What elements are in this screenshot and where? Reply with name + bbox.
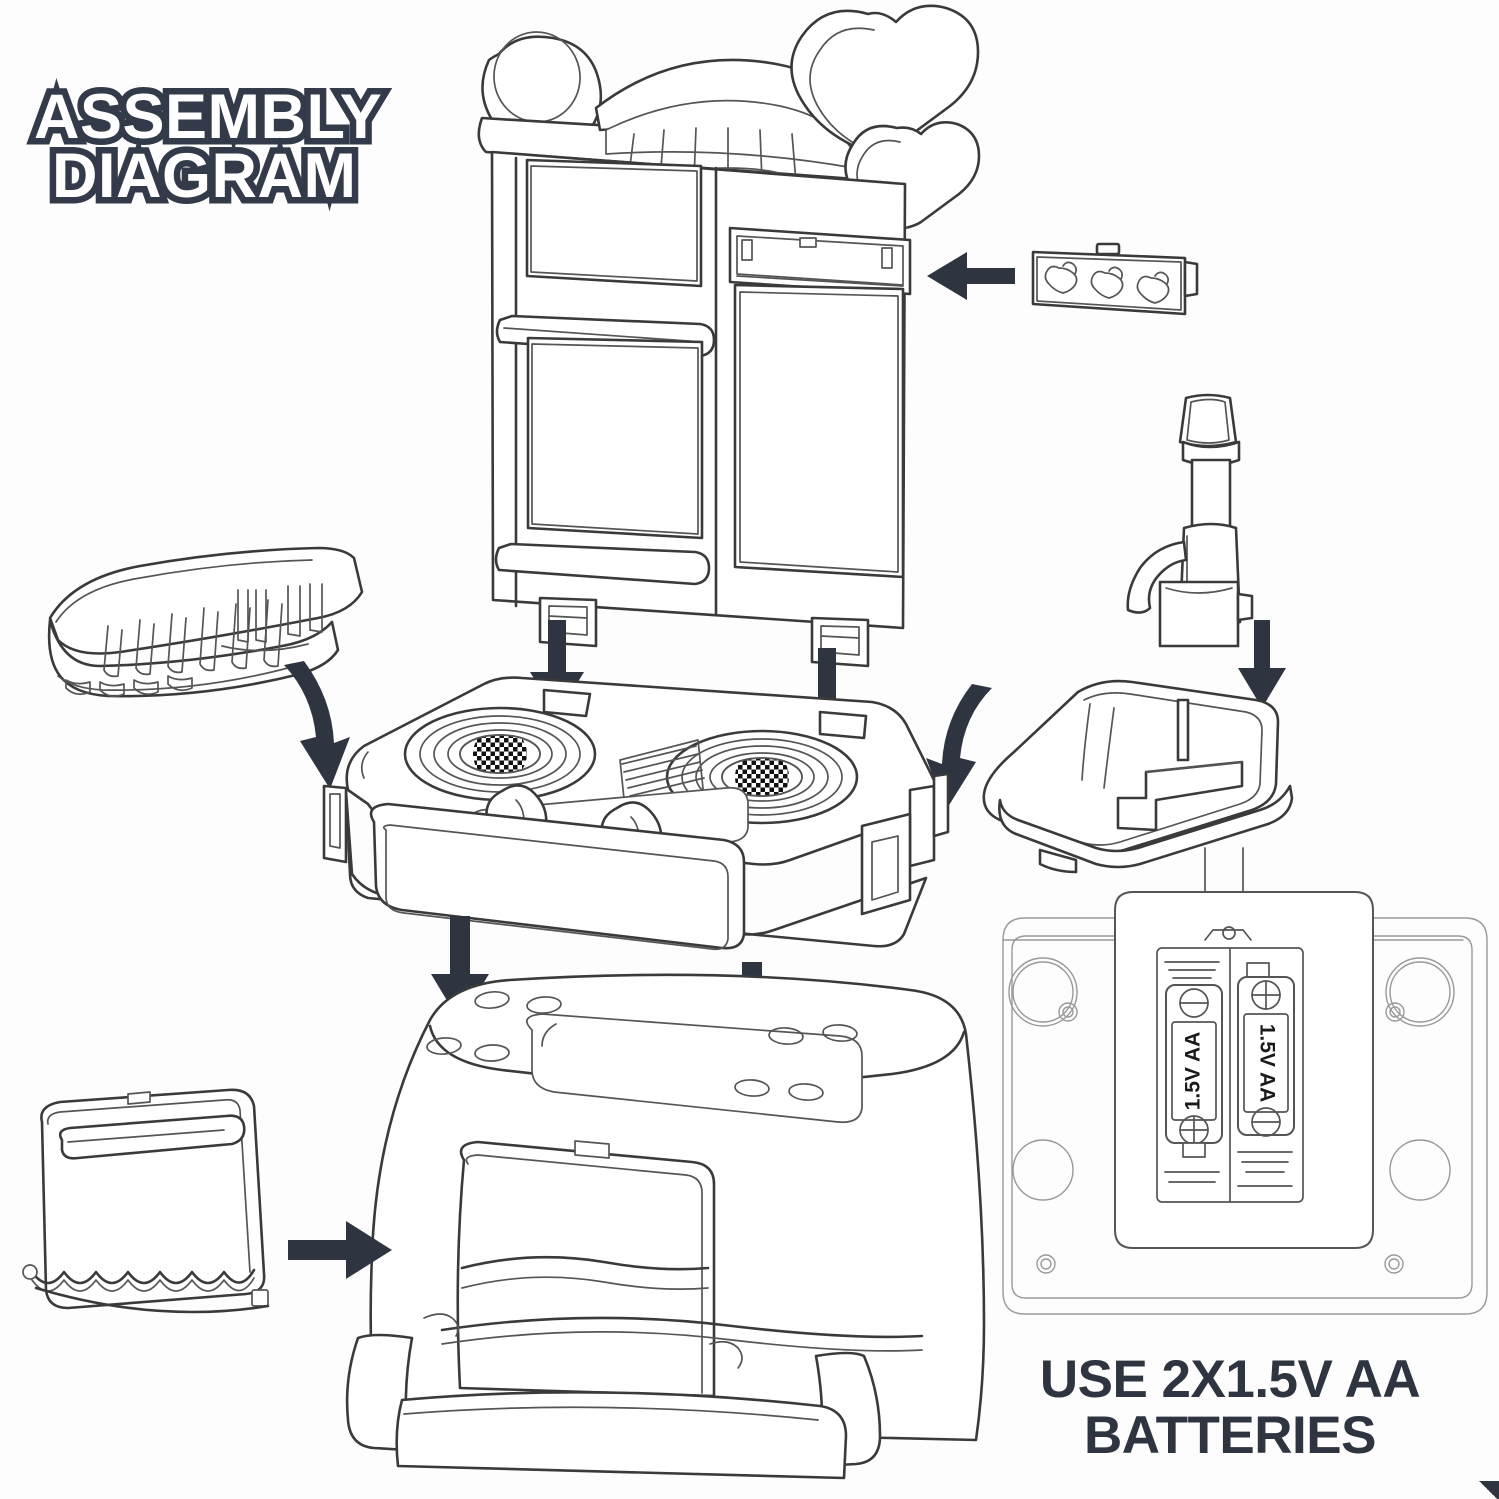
battery-cell-1 [1164,961,1223,1183]
arrow-faucet-to-sink [1238,620,1286,708]
part-oven-door [22,1088,270,1314]
part-main-body [345,973,986,1480]
part-stove-top [322,676,950,951]
battery-label-1: 1.5V AA [1182,1032,1205,1111]
arrow-ovendoor-to-body [288,1221,392,1279]
battery-cell-2 [1237,962,1295,1187]
part-hook-rail [1031,242,1199,316]
part-back-panel [477,4,981,668]
part-faucet [1126,393,1254,648]
corner-mark [1477,1481,1499,1499]
part-sink-basin [982,679,1294,874]
battery-label-2: 1.5V AA [1255,1024,1278,1103]
arrow-hookrail-to-panel [927,252,1015,300]
part-dish-rack [47,546,364,698]
part-battery-base: 1.5V AA 1.5V AA [1002,847,1488,1315]
arrow-dishrack-to-stove [284,661,350,789]
